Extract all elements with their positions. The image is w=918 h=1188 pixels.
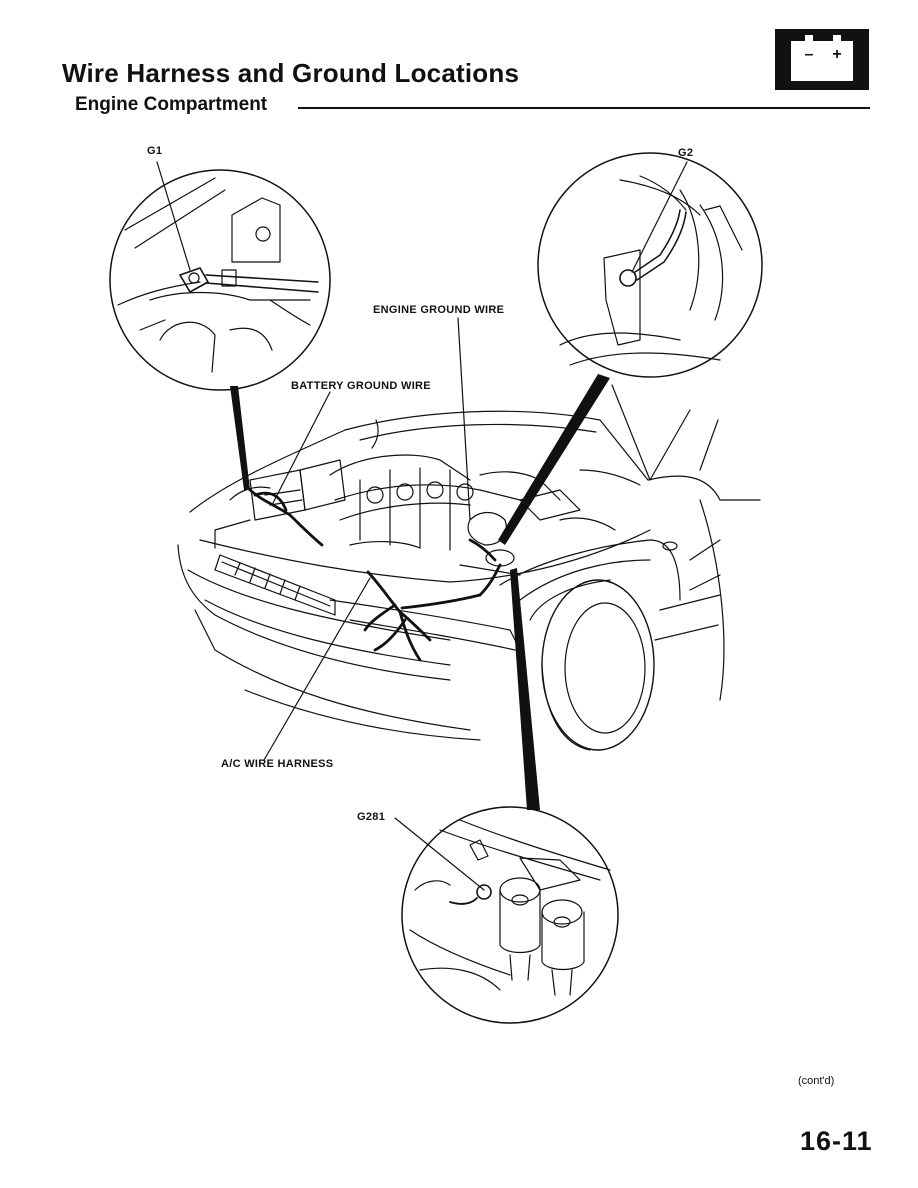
label-engine-ground-wire: ENGINE GROUND WIRE bbox=[373, 304, 505, 316]
battery-icon: – + bbox=[775, 29, 869, 90]
label-g1: G1 bbox=[147, 145, 163, 157]
page-title: Wire Harness and Ground Locations bbox=[62, 58, 520, 88]
battery-minus-sign: – bbox=[805, 46, 814, 63]
section-subtitle: Engine Compartment bbox=[75, 94, 268, 115]
header-rule bbox=[298, 107, 870, 109]
wire-harness-lines bbox=[246, 486, 502, 662]
g2-detail-circle bbox=[537, 152, 763, 378]
label-g2: G2 bbox=[678, 147, 694, 159]
label-battery-ground-wire: BATTERY GROUND WIRE bbox=[291, 380, 431, 392]
battery-plus-sign: + bbox=[832, 46, 841, 63]
page-number: 16-11 bbox=[800, 1126, 873, 1156]
g1-detail-circle bbox=[109, 169, 331, 391]
label-g281: G281 bbox=[357, 811, 386, 823]
g281-detail-circle bbox=[401, 806, 619, 1024]
car-illustration bbox=[177, 384, 761, 751]
label-ac-wire-harness: A/C WIRE HARNESS bbox=[221, 758, 334, 770]
continued-note: (cont'd) bbox=[798, 1075, 835, 1087]
